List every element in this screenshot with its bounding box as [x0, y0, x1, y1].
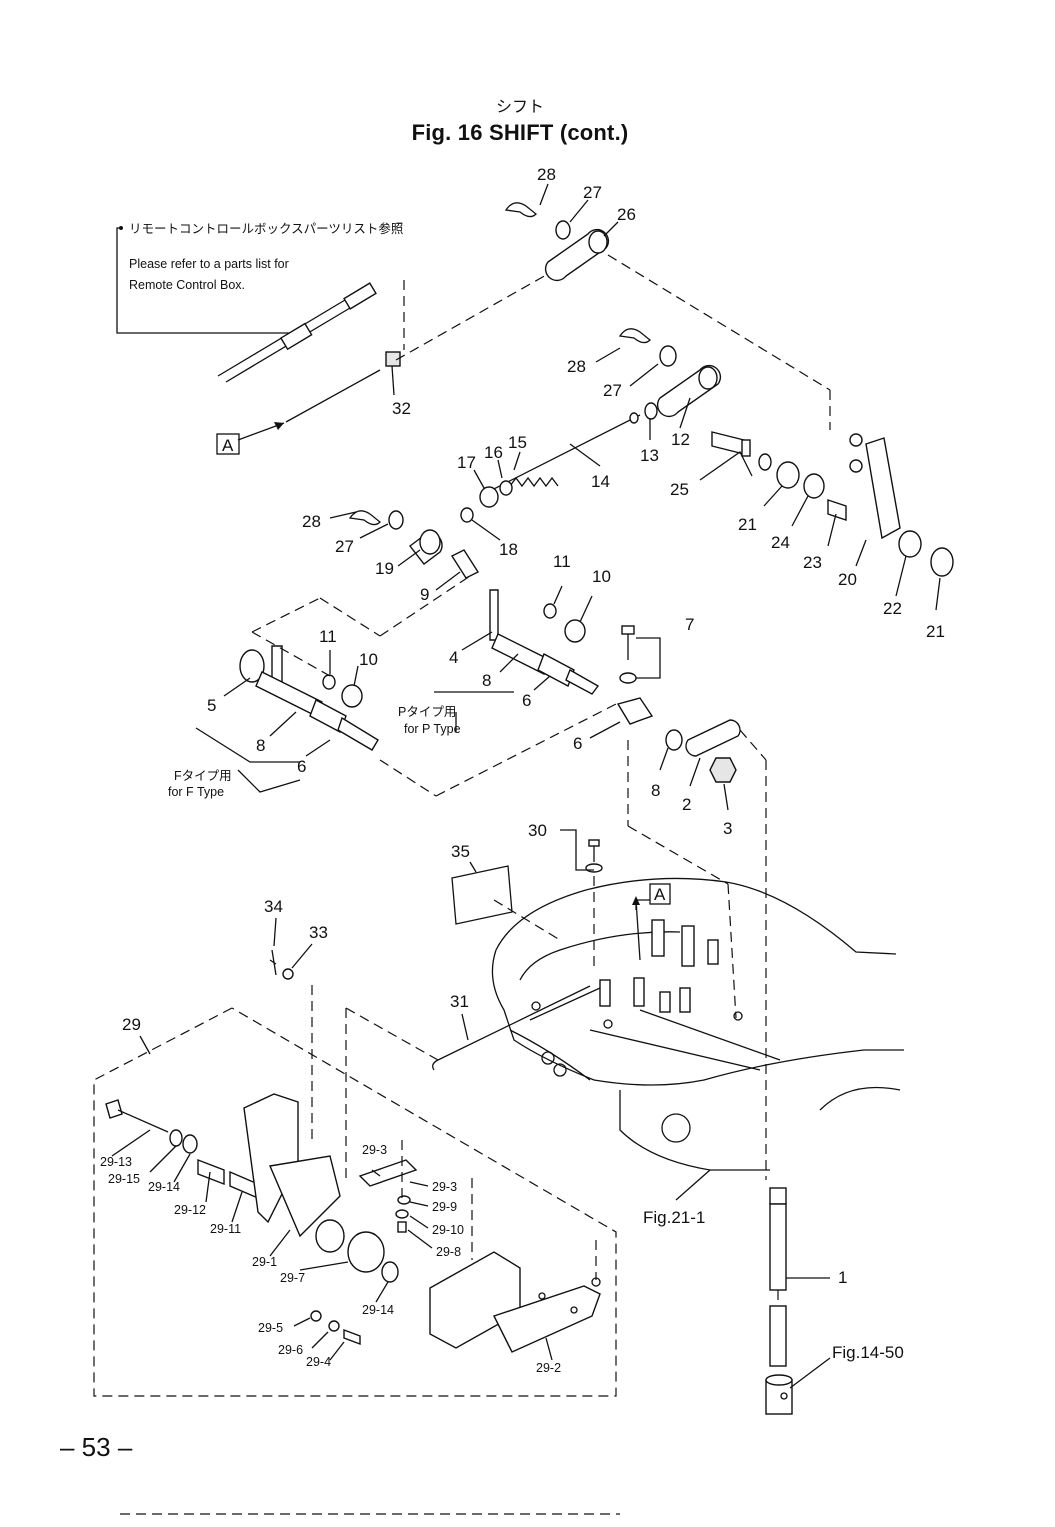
callout-3: 3 — [723, 819, 732, 838]
middle-linkage — [460, 328, 954, 577]
callout-8: 8 — [651, 781, 660, 800]
callout-1: 1 — [838, 1268, 847, 1287]
callout-4: 4 — [449, 648, 458, 667]
callout-7: 7 — [685, 615, 694, 634]
ref-a-right: A — [654, 885, 666, 904]
callout-19: 19 — [375, 559, 394, 578]
remote-control-cable — [217, 280, 405, 383]
callout-2: 2 — [682, 795, 691, 814]
japanese-title: シフト — [495, 99, 544, 116]
callout-22: 22 — [883, 599, 902, 618]
callout-29-2: 29-2 — [536, 1361, 561, 1375]
callout-29-5: 29-5 — [258, 1321, 283, 1335]
callout-9: 9 — [420, 585, 429, 604]
lower-linkage — [322, 510, 586, 708]
callout-29-15: 29-15 — [108, 1172, 140, 1186]
callout-18: 18 — [499, 540, 518, 559]
link-rod — [269, 949, 591, 1180]
callout-11: 11 — [553, 552, 571, 571]
callout-20: 20 — [838, 570, 857, 589]
callout-16: 16 — [484, 443, 503, 462]
callout-29-10: 29-10 — [432, 1223, 464, 1237]
callout-28: 28 — [302, 512, 321, 531]
shift-lever-p-type — [319, 575, 600, 695]
ref-box-a-left — [216, 433, 240, 455]
callout-6: 6 — [522, 691, 531, 710]
callout-27: 27 — [335, 537, 354, 556]
callout-14: 14 — [591, 472, 610, 491]
callout-29-4: 29-4 — [306, 1355, 331, 1369]
callout-31: 31 — [450, 992, 469, 1011]
shift-rod-assembly: A — [216, 269, 556, 455]
callout-29-3: 29-3 — [362, 1143, 387, 1157]
figure-title: Fig. 16 SHIFT (cont.) — [411, 120, 629, 145]
callout-27: 27 — [583, 183, 602, 202]
callout-30: 30 — [528, 821, 547, 840]
callout-29-12: 29-12 — [174, 1203, 206, 1217]
shift-lever-f-type — [239, 597, 621, 797]
shift-arm-assembly — [616, 625, 767, 1180]
callout-29-7: 29-7 — [280, 1271, 305, 1285]
callout-29-1: 29-1 — [252, 1255, 277, 1269]
callout-6: 6 — [573, 734, 582, 753]
callout-labels: 28 27 26 32 28 27 12 13 14 15 16 17 18 2… — [122, 165, 945, 1287]
callout-12: 12 — [671, 430, 690, 449]
callout-28: 28 — [537, 165, 556, 184]
p-type-label-jp: Pタイプ用 — [398, 705, 456, 719]
top-linkage — [504, 202, 831, 430]
fig-21-1-reference: Fig.21-1 — [643, 1208, 705, 1227]
callout-17: 17 — [457, 453, 476, 472]
shift-rod-part-1 — [765, 1187, 831, 1415]
callout-6: 6 — [297, 757, 306, 776]
p-type-label-en: for P Type — [404, 722, 461, 736]
note-line-1: Please refer to a parts list for — [129, 257, 289, 271]
callout-5: 5 — [207, 696, 216, 715]
callout-29-14: 29-14 — [362, 1303, 394, 1317]
callout-26: 26 — [617, 205, 636, 224]
ref-box-a-right — [649, 883, 671, 905]
callout-10: 10 — [592, 567, 611, 586]
callout-33: 33 — [309, 923, 328, 942]
callout-15: 15 — [508, 433, 527, 452]
callout-24: 24 — [771, 533, 790, 552]
f-type-label-jp: Fタイプ用 — [174, 769, 232, 783]
callout-35: 35 — [451, 842, 470, 861]
callout-8: 8 — [482, 671, 491, 690]
callout-29-8: 29-8 — [436, 1245, 461, 1259]
callout-32: 32 — [392, 399, 411, 418]
callout-13: 13 — [640, 446, 659, 465]
assembly-29-enclosure — [93, 1007, 617, 1397]
callout-29-14: 29-14 — [148, 1180, 180, 1194]
sub-callout-labels: 29-13 29-15 29-14 29-12 29-11 29-1 29-7 … — [100, 1143, 561, 1375]
fig-14-50-reference: Fig.14-50 — [832, 1343, 904, 1362]
callout-25: 25 — [670, 480, 689, 499]
callout-11: 11 — [319, 627, 337, 646]
note-line-2: Remote Control Box. — [129, 278, 245, 292]
callout-34: 34 — [264, 897, 283, 916]
callout-29-3: 29-3 — [432, 1180, 457, 1194]
f-type-label-en: for F Type — [168, 785, 224, 799]
variant-labels: Pタイプ用 for P Type Fタイプ用 for F Type — [168, 705, 461, 799]
bolt-and-label — [451, 829, 603, 970]
callout-28: 28 — [567, 357, 586, 376]
callout-29-13: 29-13 — [100, 1155, 132, 1169]
engine-housing: A — [491, 877, 904, 1201]
note-japanese: リモートコントロールボックスパーツリスト参照 — [129, 221, 403, 236]
callout-23: 23 — [803, 553, 822, 572]
callout-27: 27 — [603, 381, 622, 400]
callout-29-9: 29-9 — [432, 1200, 457, 1214]
callout-29-11: 29-11 — [210, 1222, 241, 1236]
callout-29-6: 29-6 — [278, 1343, 303, 1357]
remote-control-note: リモートコントロールボックスパーツリスト参照 Please refer to a… — [116, 221, 403, 334]
callout-10: 10 — [359, 650, 378, 669]
callout-21: 21 — [738, 515, 757, 534]
callout-29: 29 — [122, 1015, 141, 1034]
callout-21: 21 — [926, 622, 945, 641]
ref-a-left: A — [222, 436, 234, 455]
assembly-29-parts — [105, 1093, 601, 1353]
page-number: – 53 – — [60, 1432, 133, 1462]
callout-8: 8 — [256, 736, 265, 755]
leader-lines — [111, 183, 941, 1361]
